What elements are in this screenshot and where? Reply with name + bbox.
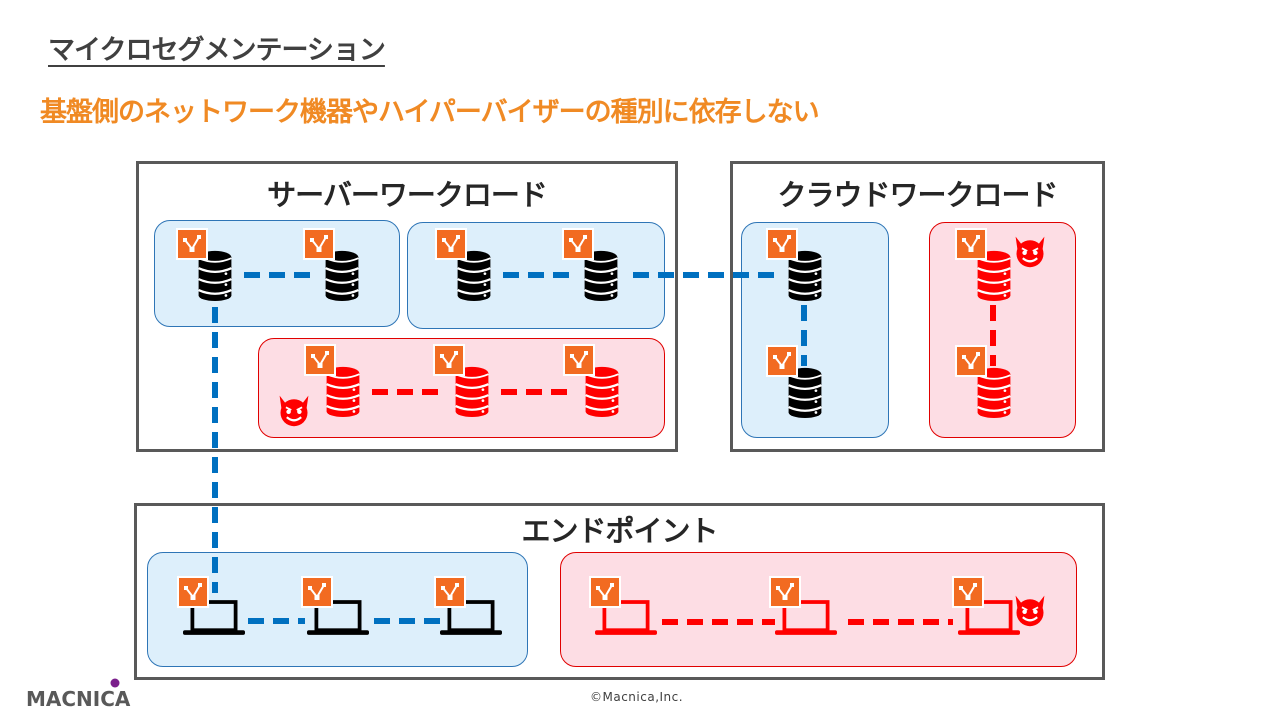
network-agent-icon: [301, 576, 333, 608]
network-agent-icon: [589, 576, 621, 608]
network-agent-icon: [434, 576, 466, 608]
slide-title: マイクロセグメンテーション: [48, 35, 386, 66]
network-agent-icon: [303, 228, 335, 260]
macnica-logo: MACNICA: [26, 678, 131, 710]
network-agent-icon: [769, 576, 801, 608]
copyright-text: ©Macnica,Inc.: [590, 690, 684, 704]
devil-icon: [276, 392, 312, 428]
logo-text: MACNICA: [26, 687, 131, 710]
network-agent-icon: [766, 228, 798, 260]
network-agent-icon: [433, 344, 465, 376]
endpoint-segment-trusted: [147, 552, 528, 667]
network-agent-icon: [304, 344, 336, 376]
network-agent-icon: [766, 345, 798, 377]
network-agent-icon: [563, 344, 595, 376]
slide-subtitle: 基盤側のネットワーク機器やハイパーバイザーの種別に依存しない: [40, 97, 820, 128]
network-agent-icon: [955, 345, 987, 377]
network-agent-icon: [177, 576, 209, 608]
network-agent-icon: [955, 228, 987, 260]
server-workload-title: サーバーワークロード: [267, 178, 548, 212]
cloud-workload-title: クラウドワークロード: [777, 178, 1058, 212]
network-agent-icon: [435, 228, 467, 260]
devil-icon: [1012, 233, 1048, 269]
devil-icon: [1012, 592, 1048, 628]
network-agent-icon: [562, 228, 594, 260]
network-agent-icon: [952, 576, 984, 608]
network-agent-icon: [176, 228, 208, 260]
endpoint-title: エンドポイント: [521, 514, 718, 548]
